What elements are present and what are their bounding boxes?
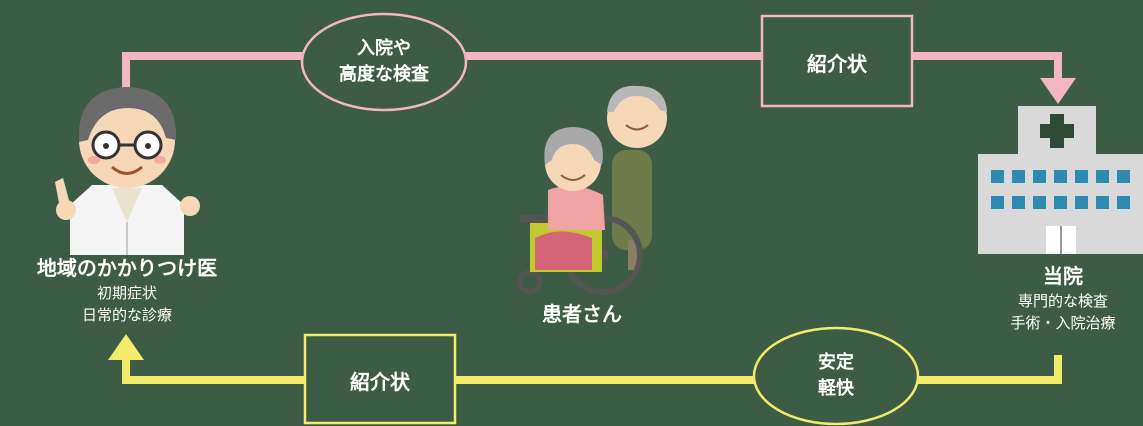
bottom-referral-letter-label: 紹介状 xyxy=(350,370,410,394)
doctor-illustration xyxy=(55,87,200,255)
bottom-route xyxy=(108,326,1062,426)
doctor-title: 地域のかかりつけ医 xyxy=(36,256,218,280)
doctor-line1: 初期症状 xyxy=(96,284,157,302)
bottom-route-oval xyxy=(752,326,920,426)
top-oval-line1: 入院や xyxy=(357,38,411,59)
hospital-caption: 当院 専門的な検査 手術・入院治療 xyxy=(988,262,1138,334)
hospital-building-icon xyxy=(978,106,1143,254)
hospital-line2: 手術・入院治療 xyxy=(1010,314,1116,332)
bottom-oval-line1: 安定 xyxy=(818,352,854,373)
bottom-oval-line2: 軽快 xyxy=(818,378,854,399)
bottom-route-line xyxy=(122,355,1062,384)
bottom-route-box xyxy=(303,333,457,425)
top-oval-label: 入院や 高度な検査 xyxy=(302,36,466,88)
patients-wheelchair-illustration xyxy=(517,85,667,295)
top-referral-letter-label: 紹介状 xyxy=(807,52,867,76)
top-route-box xyxy=(760,14,914,108)
patient-label: 患者さん xyxy=(542,302,622,326)
bottom-oval-label: 安定 軽快 xyxy=(754,350,918,402)
top-oval-line2: 高度な検査 xyxy=(339,64,429,85)
hospital-line1: 専門的な検査 xyxy=(1017,292,1108,310)
top-route-arrowhead xyxy=(1040,78,1076,104)
doctor-line2: 日常的な診療 xyxy=(81,306,172,324)
top-route-line xyxy=(122,52,1062,95)
bottom-route-arrowhead xyxy=(108,334,144,360)
hospital-title: 当院 xyxy=(1043,264,1083,288)
top-route xyxy=(122,12,1076,112)
top-route-oval xyxy=(300,12,468,112)
doctor-caption: 地域のかかりつけ医 初期症状 日常的な診療 xyxy=(0,254,254,326)
